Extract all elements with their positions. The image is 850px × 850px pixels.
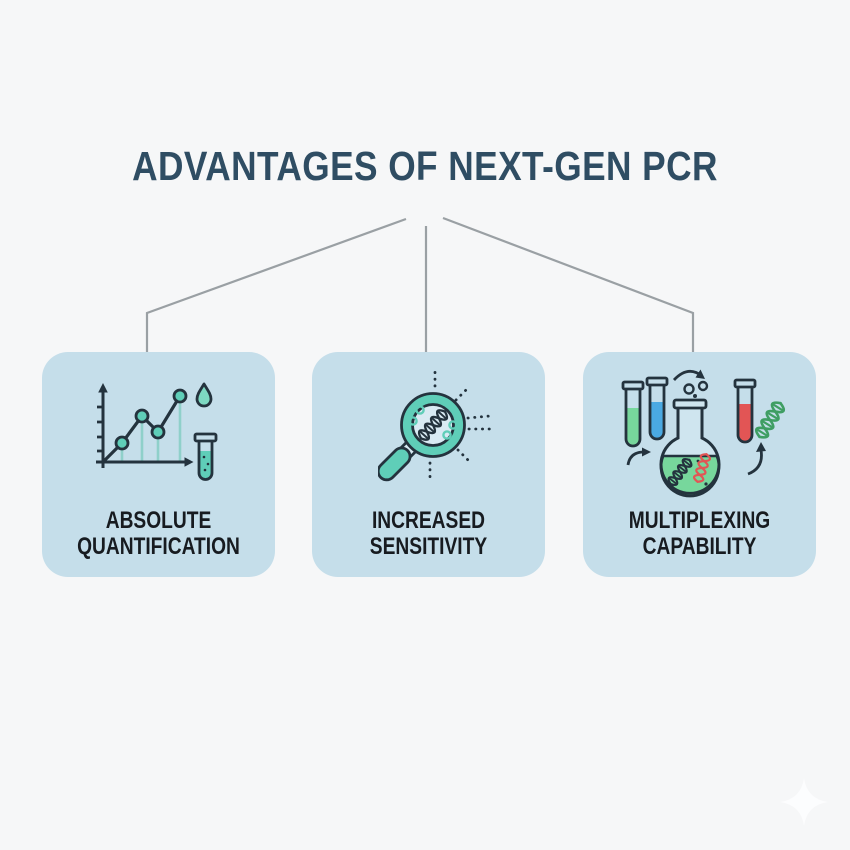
test-tube-red	[733, 378, 757, 444]
connector-right	[442, 216, 695, 353]
connector-left	[145, 217, 407, 353]
molecule-dots	[408, 405, 458, 440]
magnifier-over-dna-icon	[376, 370, 498, 495]
droplet-icon	[195, 382, 213, 408]
bubbles	[683, 380, 709, 398]
dna-in-flask-dark	[667, 457, 693, 487]
cycle-arrows	[626, 369, 766, 476]
test-tube-green	[621, 380, 645, 448]
chart-axes	[96, 383, 194, 468]
test-tube-icon	[193, 432, 218, 481]
card-multiplexing-capability: MULTIPLEXING CAPABILITY	[583, 352, 816, 577]
flask-test-tubes-dna-icon	[618, 368, 790, 505]
dna-helix	[417, 409, 449, 441]
card-label-increased-sensitivity: INCREASED SENSITIVITY	[369, 507, 488, 560]
test-tube-blue	[645, 376, 669, 441]
dna-in-flask-red	[692, 453, 712, 483]
card-label-multiplexing-capability: MULTIPLEXING CAPABILITY	[628, 507, 771, 560]
page-title: ADVANTAGES OF NEXT-GEN PCR	[132, 143, 718, 189]
dna-helix-green	[754, 401, 786, 439]
card-absolute-quantification: ABSOLUTE QUANTIFICATION	[42, 352, 275, 577]
sensitivity-rays	[428, 370, 493, 483]
card-label-absolute-quantification: ABSOLUTE QUANTIFICATION	[77, 507, 240, 560]
sparkle-watermark-icon	[780, 778, 828, 826]
card-increased-sensitivity: INCREASED SENSITIVITY	[312, 352, 545, 577]
growth-chart-droplet-test-tube-icon	[95, 382, 225, 505]
chart-points	[114, 388, 188, 451]
